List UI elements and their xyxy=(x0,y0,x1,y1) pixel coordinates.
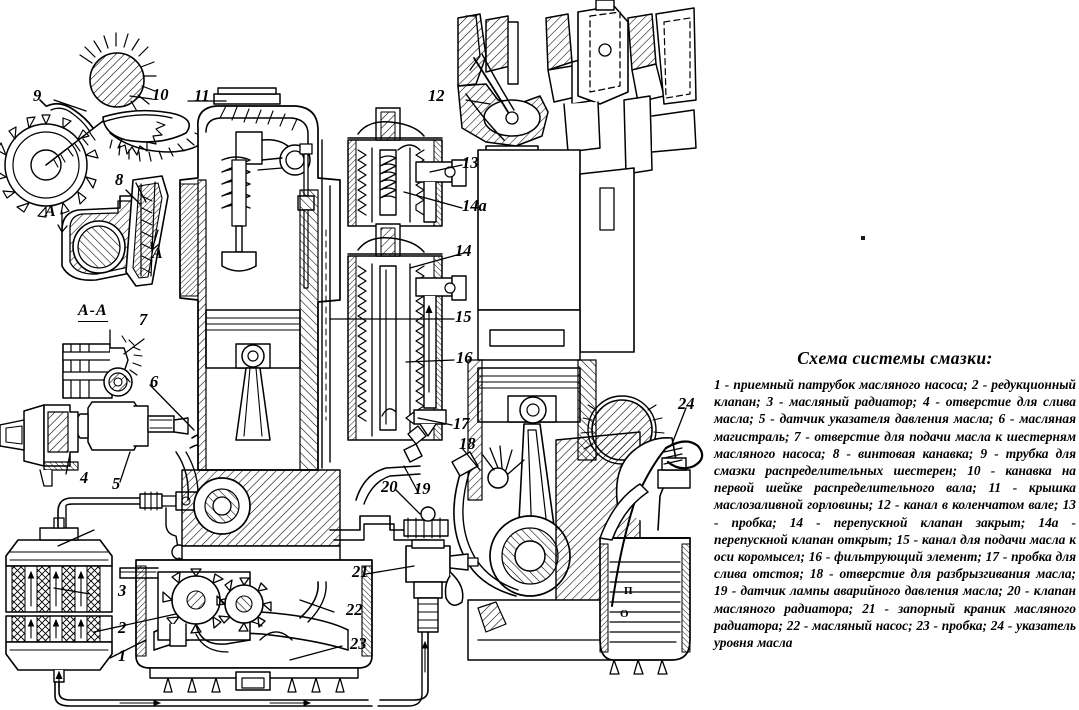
engine-cutaway-svg xyxy=(0,0,704,707)
rocker-arm-group xyxy=(61,175,169,287)
callout-14a: 14а xyxy=(462,196,487,215)
dipstick-upper-mark: П xyxy=(624,585,633,597)
section-aa-title: А-А xyxy=(78,302,108,322)
cooler-valve-piping xyxy=(329,465,479,707)
bypass-valve-open-detail xyxy=(347,107,467,227)
oil-pump-group xyxy=(119,567,272,653)
callout-21: 21 xyxy=(352,562,369,581)
callout-24: 24 xyxy=(678,394,695,413)
callout-14: 14 xyxy=(455,241,472,260)
callout-2: 2 xyxy=(118,618,127,637)
callout-1: 1 xyxy=(118,646,127,665)
section-aa-detail xyxy=(62,329,143,399)
camshaft-gear-group xyxy=(0,32,207,218)
bypass-valve-closed-detail xyxy=(347,223,467,463)
legend-body: 1 - приемный патрубок масляного насоса; … xyxy=(714,377,1076,651)
legend-title: Схема системы смазки: xyxy=(797,348,993,368)
section-arrow-left-label: A xyxy=(45,203,56,220)
pressure-sender-group xyxy=(75,401,189,451)
callout-20: 20 xyxy=(381,477,398,496)
oil-drain-plug-group xyxy=(0,404,79,487)
callout-10: 10 xyxy=(152,85,169,104)
callout-6: 6 xyxy=(150,372,159,391)
callout-4: 4 xyxy=(80,468,89,487)
spur-gear xyxy=(0,114,104,218)
callout-22: 22 xyxy=(346,600,363,619)
lubrication-system-drawing xyxy=(0,0,704,707)
right-cylinder-assembly xyxy=(451,149,665,661)
section-arrow-right-label: A xyxy=(152,245,163,262)
callout-leaders xyxy=(53,95,687,661)
callout-11: 11 xyxy=(194,86,210,105)
dipstick-lower-mark: О xyxy=(620,608,629,620)
scan-artifact-speck xyxy=(861,236,865,240)
callout-15: 15 xyxy=(455,307,472,326)
callout-23: 23 xyxy=(350,634,367,653)
callout-8: 8 xyxy=(115,170,124,189)
callout-12: 12 xyxy=(428,86,445,105)
crankshaft-section xyxy=(457,0,697,175)
callout-17: 17 xyxy=(453,414,470,433)
callout-5: 5 xyxy=(112,474,121,493)
callout-7: 7 xyxy=(139,310,148,329)
callout-13: 13 xyxy=(462,153,479,172)
legend-block: Схема системы смазки: 1 - приемный патру… xyxy=(714,348,1076,704)
callout-16: 16 xyxy=(456,348,473,367)
oil-cooler-group xyxy=(5,497,373,707)
callout-9: 9 xyxy=(33,86,42,105)
dipstick-group xyxy=(599,436,704,675)
callout-19: 19 xyxy=(414,479,431,498)
callout-18: 18 xyxy=(459,434,476,453)
callout-3: 3 xyxy=(118,581,127,600)
